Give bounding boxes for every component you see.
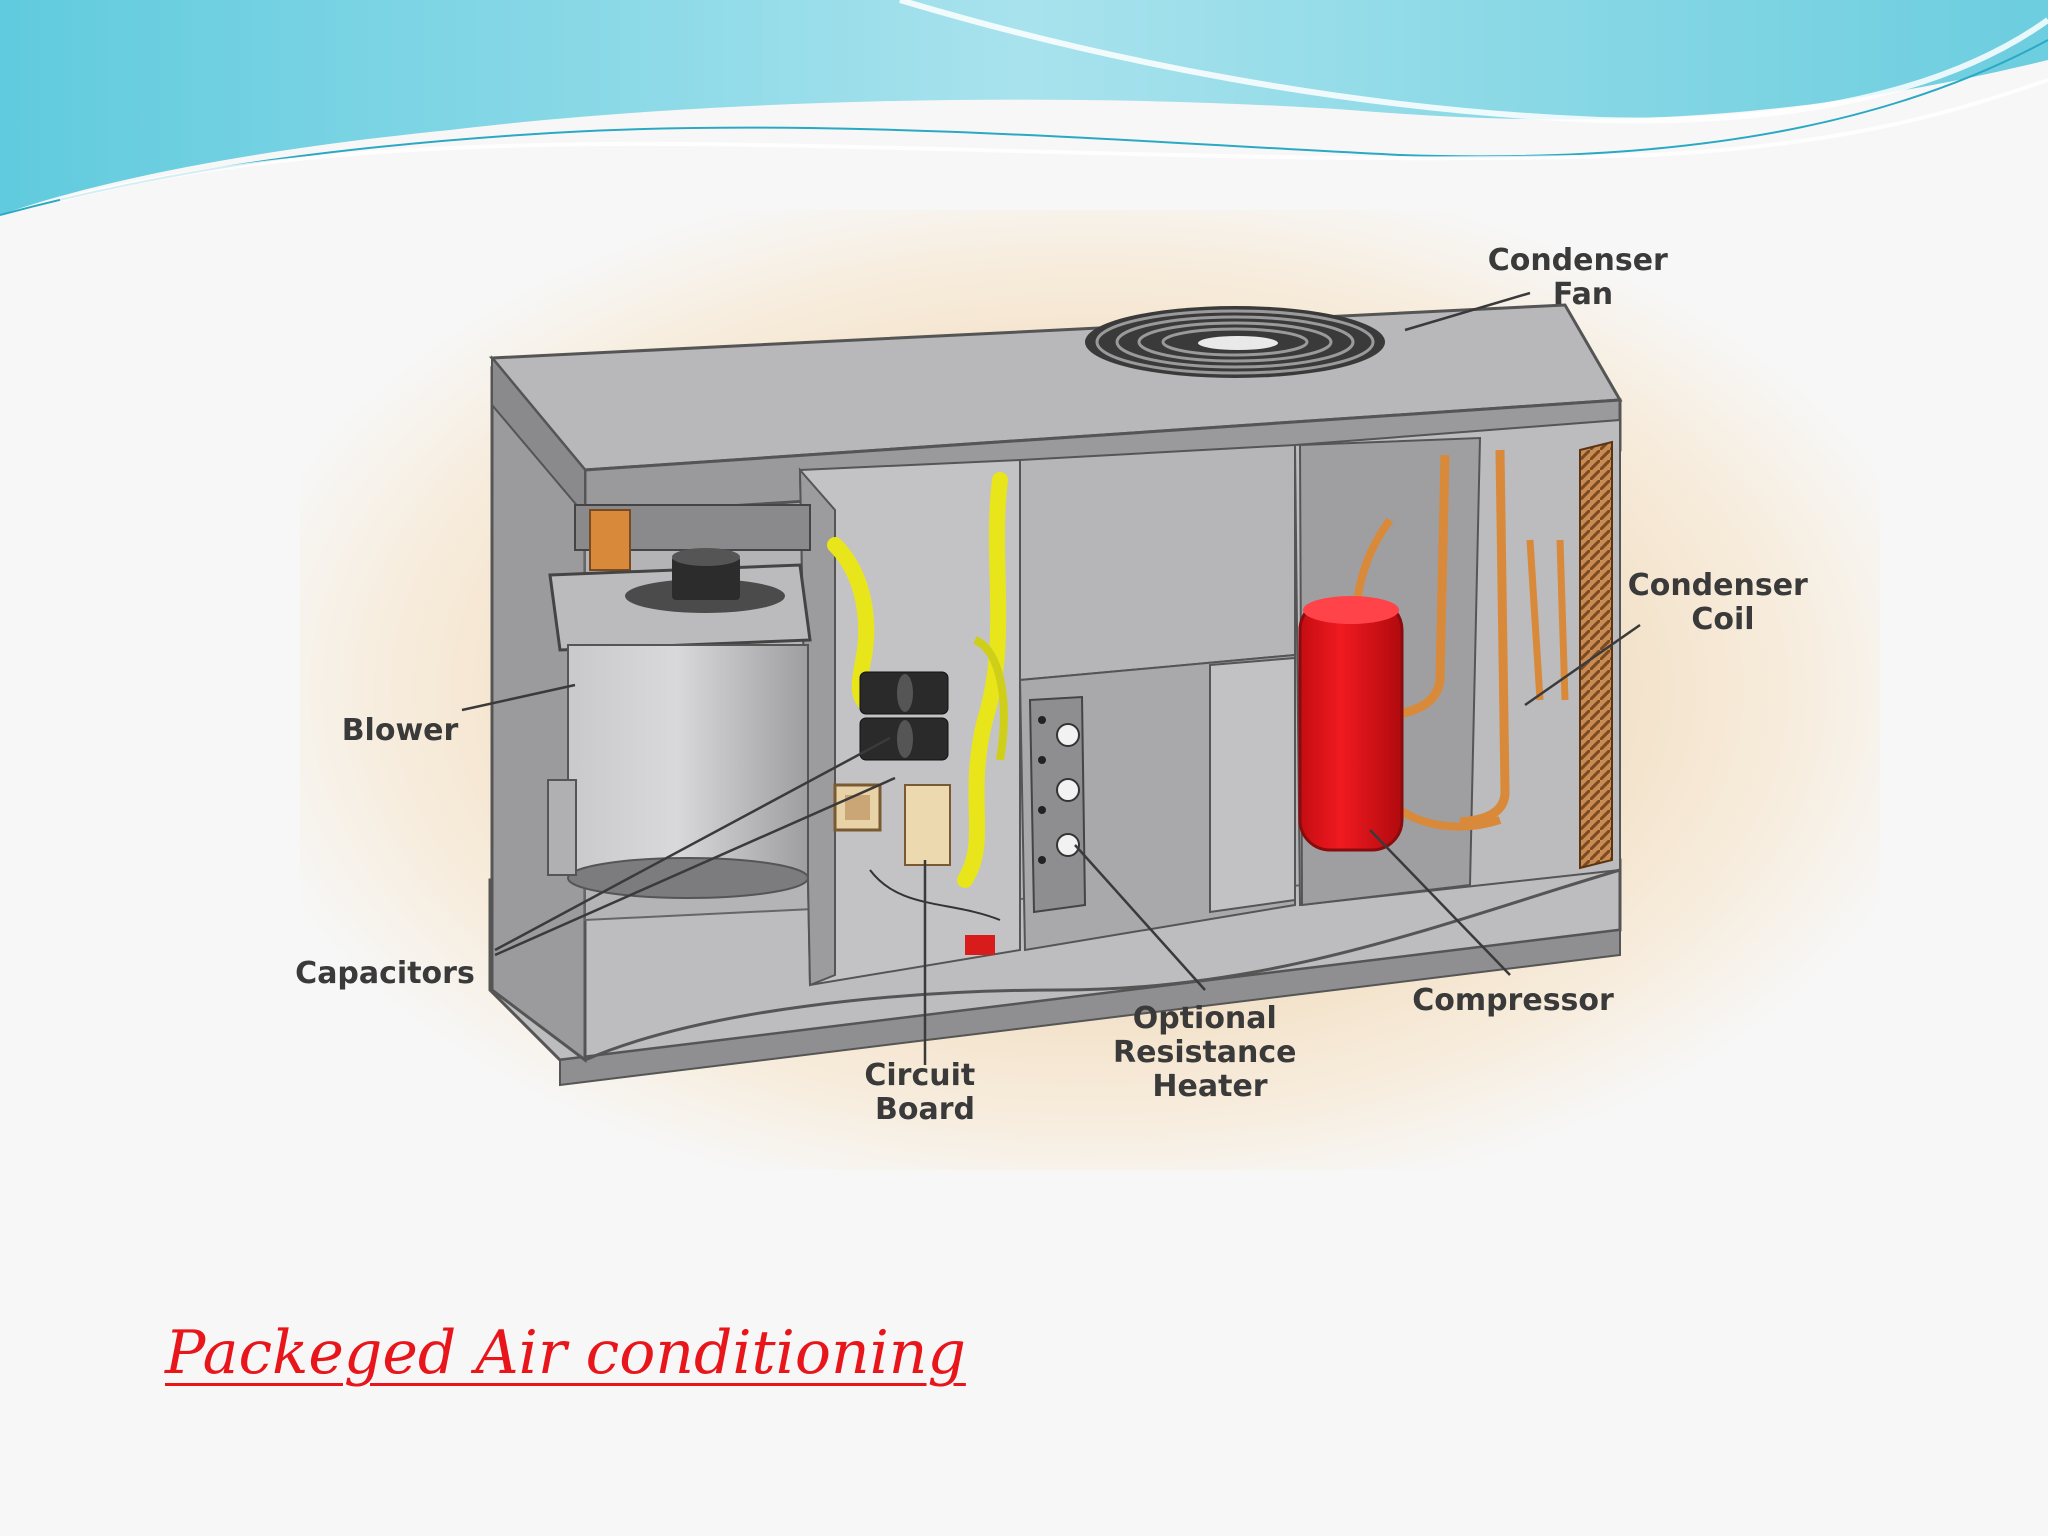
header-wave xyxy=(0,0,2048,216)
label-condenser-fan: Condenser Fan xyxy=(1488,243,1679,312)
label-condenser-coil: Condenser Coil xyxy=(1628,568,1819,637)
blower-assembly xyxy=(547,504,812,899)
label-capacitors: Capacitors xyxy=(295,956,475,991)
control-components xyxy=(827,472,1008,955)
leader-lines xyxy=(461,291,1641,1065)
compressor-assembly xyxy=(1298,440,1613,870)
label-blower: Blower xyxy=(342,713,459,748)
condenser-fan-grille xyxy=(1085,306,1385,378)
slide-caption: Packeged Air conditioning xyxy=(165,1318,966,1388)
label-circuit-board: Circuit Board xyxy=(864,1058,985,1127)
resistance-heater-plate xyxy=(1028,695,1087,914)
callout-labels: Condenser Fan Condenser Coil Blower Capa… xyxy=(295,243,1819,1127)
label-compressor: Compressor xyxy=(1412,983,1614,1018)
label-optional-resistance-heater: Optional Resistance Heater xyxy=(1113,1001,1307,1104)
